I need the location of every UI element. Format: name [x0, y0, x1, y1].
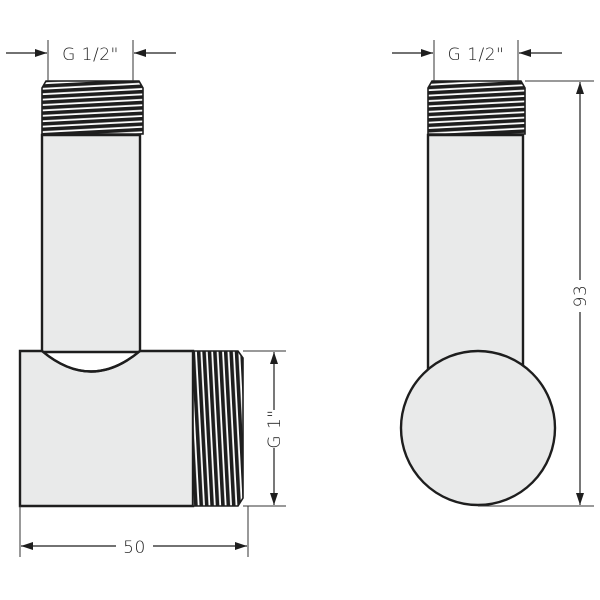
left-width-dimension: 50 — [19, 506, 249, 558]
right-height-label: 93 — [571, 285, 591, 308]
right-view: G 1/2" 93 — [392, 40, 594, 507]
left-side-thread-dimension: G 1" — [243, 350, 286, 507]
left-body — [18, 349, 195, 508]
right-height-dimension: 93 — [478, 80, 594, 507]
right-top-thread-dimension: G 1/2" — [392, 40, 562, 81]
right-top-thread — [427, 80, 526, 135]
right-round-body — [399, 349, 557, 507]
left-side-thread — [192, 350, 244, 507]
left-top-thread-label: G 1/2" — [62, 45, 119, 65]
left-top-thread — [41, 80, 144, 135]
left-pipe — [40, 133, 142, 354]
right-top-thread-label: G 1/2" — [448, 45, 505, 65]
left-width-label: 50 — [123, 538, 146, 558]
left-side-thread-label: G 1" — [265, 409, 285, 448]
left-view: G 1/2" G 1" 50 — [6, 40, 286, 558]
right-pipe — [426, 133, 525, 382]
left-top-thread-dimension: G 1/2" — [6, 40, 176, 81]
